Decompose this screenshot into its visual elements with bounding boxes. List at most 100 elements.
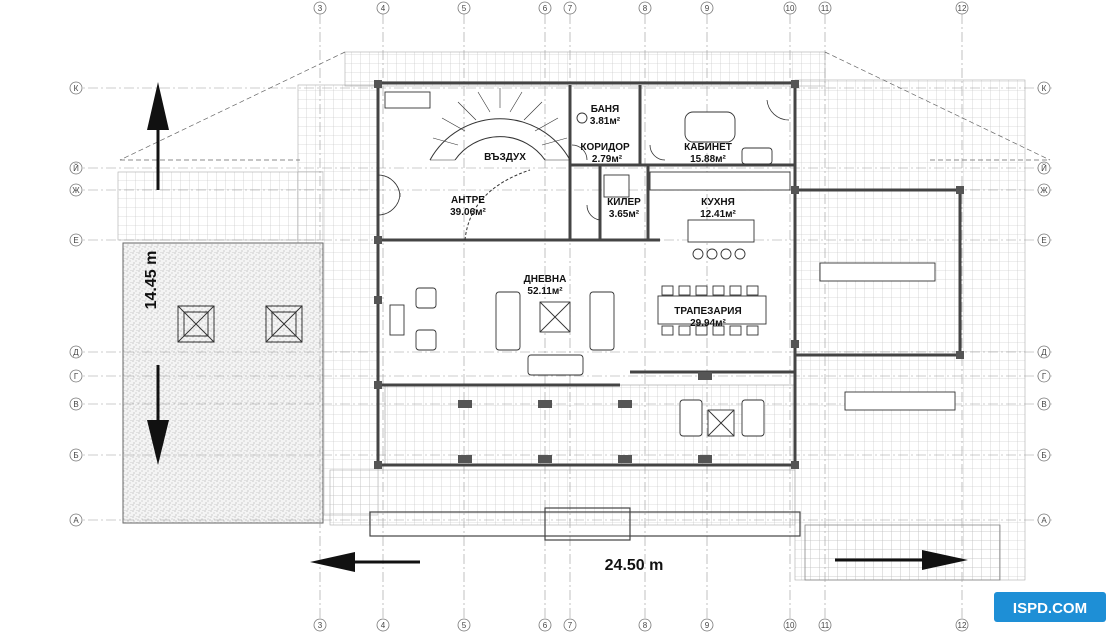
axis-label-col: 9 bbox=[705, 621, 710, 630]
axis-marker bbox=[955, 1, 969, 15]
axis-label-col: 3 bbox=[318, 621, 323, 630]
axis-marker bbox=[638, 618, 652, 632]
room-name-corridor: КОРИДОР bbox=[580, 142, 630, 153]
axis-marker bbox=[457, 1, 471, 15]
axis-label-row: А bbox=[1041, 516, 1047, 525]
room-area-pantry: 3.65м² bbox=[609, 209, 640, 220]
axis-label-col: 10 bbox=[786, 4, 795, 13]
axis-marker bbox=[457, 618, 471, 632]
axis-marker bbox=[1037, 448, 1051, 462]
axis-marker bbox=[538, 618, 552, 632]
axis-marker bbox=[818, 618, 832, 632]
wall-columns bbox=[374, 80, 964, 469]
axis-marker bbox=[638, 1, 652, 15]
axis-label-col: 3 bbox=[318, 4, 323, 13]
axis-label-row: К bbox=[74, 84, 79, 93]
axis-marker bbox=[313, 618, 327, 632]
axis-label-row: Е bbox=[1041, 236, 1046, 245]
axis-label-col: 6 bbox=[543, 621, 548, 630]
axis-label-col: 6 bbox=[543, 4, 548, 13]
axis-marker bbox=[700, 1, 714, 15]
axis-label-row: А bbox=[73, 516, 79, 525]
axis-label-col: 7 bbox=[568, 4, 573, 13]
axis-label-col: 12 bbox=[958, 4, 967, 13]
axis-marker bbox=[783, 618, 797, 632]
axis-label-col: 9 bbox=[705, 4, 710, 13]
axis-label-row: Б bbox=[1041, 451, 1046, 460]
axis-label-row: Й bbox=[1041, 164, 1047, 173]
axis-label-row: Д bbox=[1041, 348, 1047, 357]
dimension-arrows bbox=[147, 82, 968, 572]
axis-label-col: 11 bbox=[821, 621, 830, 630]
room-area-entrance-hall: 39.06м² bbox=[450, 207, 486, 218]
axis-marker bbox=[1037, 397, 1051, 411]
room-name-kitchen: КУХНЯ bbox=[701, 197, 735, 208]
roof-lines bbox=[119, 51, 1051, 161]
axis-label-row: Е bbox=[73, 236, 78, 245]
axis-marker bbox=[69, 233, 83, 247]
axis-marker bbox=[69, 345, 83, 359]
room-area-corridor: 2.79м² bbox=[592, 154, 623, 165]
room-name-office: КАБИНЕТ bbox=[684, 142, 732, 153]
axis-label-col: 4 bbox=[381, 621, 386, 630]
room-name-void: ВЪЗДУХ bbox=[484, 152, 526, 163]
room-name-living-room: ДНЕВНА bbox=[524, 274, 567, 285]
axis-marker bbox=[1037, 369, 1051, 383]
axis-marker bbox=[69, 397, 83, 411]
building-walls bbox=[376, 81, 962, 467]
axis-marker bbox=[1037, 345, 1051, 359]
axis-marker bbox=[69, 161, 83, 175]
room-area-office: 15.88м² bbox=[690, 154, 726, 165]
axis-label-col: 8 bbox=[643, 4, 648, 13]
axis-label-row: В bbox=[1041, 400, 1046, 409]
axis-marker bbox=[1037, 81, 1051, 95]
watermark-logo: ISPD.COM bbox=[994, 592, 1106, 622]
room-name-bathroom: БАНЯ bbox=[591, 104, 619, 115]
doors bbox=[377, 99, 790, 221]
axis-marker bbox=[69, 448, 83, 462]
room-name-pantry: КИЛЕР bbox=[607, 197, 641, 208]
axis-marker bbox=[700, 618, 714, 632]
axis-marker bbox=[783, 1, 797, 15]
watermark-text: ISPD.COM bbox=[1013, 600, 1087, 617]
room-area-living-room: 52.11м² bbox=[527, 286, 563, 297]
axis-marker bbox=[955, 618, 969, 632]
room-area-kitchen: 12.41м² bbox=[700, 209, 736, 220]
room-labels: БАНЯ 3.81м² КОРИДОР 2.79м² КАБИНЕТ 15.88… bbox=[450, 104, 742, 329]
dimension-horizontal: 24.50 m bbox=[605, 557, 664, 574]
room-name-dining-room: ТРАПЕЗАРИЯ bbox=[674, 306, 741, 317]
axis-marker bbox=[1037, 233, 1051, 247]
axis-marker bbox=[1037, 513, 1051, 527]
axis-label-row: Б bbox=[73, 451, 78, 460]
axis-marker bbox=[376, 1, 390, 15]
axis-marker bbox=[563, 618, 577, 632]
axis-marker bbox=[313, 1, 327, 15]
front-balcony bbox=[369, 507, 801, 541]
room-name-entrance-hall: АНТРЕ bbox=[451, 195, 485, 206]
axis-label-row: Ж bbox=[1040, 186, 1048, 195]
axis-label-col: 5 bbox=[462, 4, 467, 13]
axis-marker bbox=[1037, 161, 1051, 175]
room-area-dining-room: 29.94м² bbox=[690, 318, 726, 329]
axis-marker bbox=[563, 1, 577, 15]
axis-marker bbox=[1037, 183, 1051, 197]
axis-label-col: 4 bbox=[381, 4, 386, 13]
axis-marker bbox=[538, 1, 552, 15]
axis-marker bbox=[69, 369, 83, 383]
axis-label-row: К bbox=[1042, 84, 1047, 93]
axis-label-row: Д bbox=[73, 348, 79, 357]
axis-label-col: 10 bbox=[786, 621, 795, 630]
axis-label-col: 5 bbox=[462, 621, 467, 630]
room-area-bathroom: 3.81м² bbox=[590, 116, 621, 127]
axis-marker bbox=[69, 513, 83, 527]
staircase bbox=[429, 88, 571, 241]
axis-label-col: 11 bbox=[821, 4, 830, 13]
axis-marker bbox=[818, 1, 832, 15]
dimension-vertical: 14.45 m bbox=[143, 251, 160, 310]
axis-marker bbox=[69, 81, 83, 95]
furniture bbox=[384, 91, 956, 437]
gravel-patio bbox=[122, 242, 324, 524]
axis-marker bbox=[69, 183, 83, 197]
axis-label-row: Г bbox=[1042, 372, 1047, 381]
